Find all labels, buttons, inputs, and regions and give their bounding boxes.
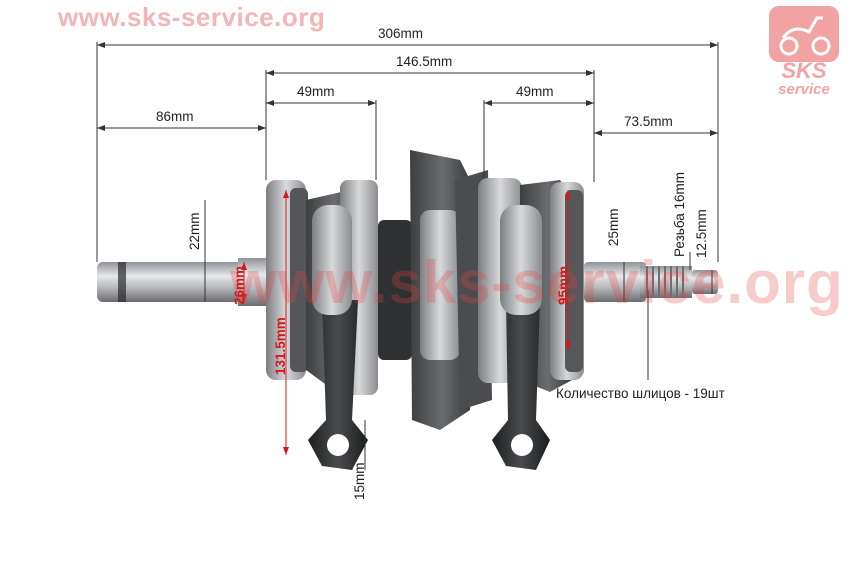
right-shaft (584, 262, 646, 302)
left-shaft (97, 262, 277, 302)
dim-rod-end-width: 15mm (352, 462, 367, 500)
sks-logo: SKS service (765, 6, 843, 102)
dim-thread: Резьба 16mm (672, 171, 687, 257)
dim-center-span: 146.5mm (396, 54, 453, 69)
dimension-lines (96, 42, 719, 470)
dim-right-shaft: 73.5mm (624, 114, 673, 129)
watermark-center: www.sks-service.org (230, 249, 844, 316)
dim-left-shaft: 86mm (156, 109, 194, 124)
scooter-icon (769, 6, 839, 62)
dim-left-web: 49mm (297, 84, 335, 99)
arrowheads (97, 42, 718, 136)
spline-count-note: Количество шлицов - 19шт (556, 386, 725, 401)
right-connecting-rod (492, 300, 550, 470)
left-connecting-rod (308, 300, 368, 470)
dim-left-flywheel-diameter: 131.5mm (273, 317, 288, 375)
logo-text-sks: SKS (781, 58, 827, 83)
dim-right-web: 49mm (516, 84, 554, 99)
logo-text-service: service (778, 81, 830, 98)
dim-left-shaft-diameter: 22mm (187, 212, 202, 250)
watermark-url: www.sks-service.org (58, 2, 326, 32)
dim-right-journal-diameter: 25mm (606, 208, 621, 246)
dim-total-length: 306mm (378, 26, 424, 41)
dim-left-journal-diameter: 26mm (232, 265, 247, 305)
dim-spline-diameter: 12.5mm (694, 209, 709, 258)
dim-right-flywheel-diameter: 95mm (556, 265, 571, 305)
